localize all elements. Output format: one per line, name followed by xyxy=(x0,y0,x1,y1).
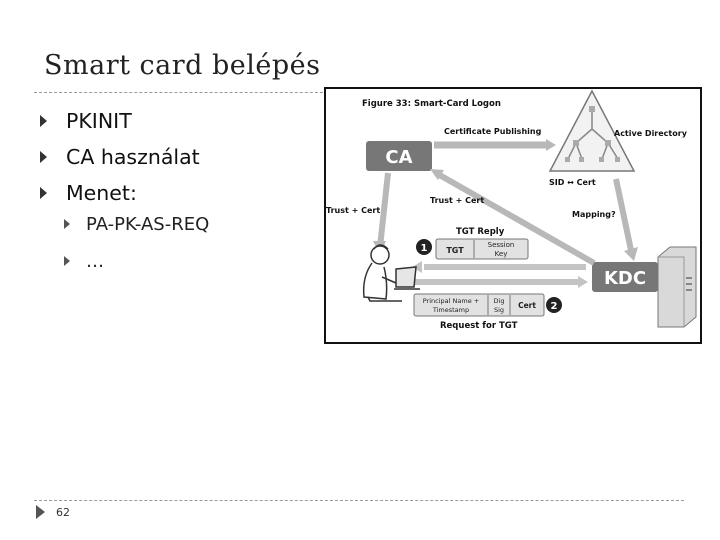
mapping-label: Mapping? xyxy=(572,210,616,219)
kdc-label: KDC xyxy=(604,268,646,289)
figure-caption: Figure 33: Smart-Card Logon xyxy=(362,99,501,109)
request-packet xyxy=(413,293,545,317)
sub-bullet-text: PA-PK-AS-REQ xyxy=(86,214,210,235)
cert-cell: Cert xyxy=(518,301,536,310)
bullet-text: CA használat xyxy=(66,145,200,169)
mapping-arrow xyxy=(613,178,635,256)
footer-divider xyxy=(34,500,684,501)
session-key-cell: Session xyxy=(488,241,515,249)
sid-cert-label: SID ↔ Cert xyxy=(549,178,596,187)
kdc-server-icon xyxy=(657,246,697,328)
user-with-laptop-icon xyxy=(362,244,420,302)
trust-cert-arrow xyxy=(434,170,596,266)
footer-marker-icon xyxy=(36,505,45,519)
kdc-box xyxy=(592,262,658,292)
certificate-publishing-label: Certificate Publishing xyxy=(444,127,542,136)
step-1-badge xyxy=(416,239,432,255)
ca-label: CA xyxy=(385,147,412,168)
principal-name-cell: Principal Name + xyxy=(423,297,479,305)
sub-bullet-arrow-icon xyxy=(64,219,70,229)
sub-bullet-text: … xyxy=(86,251,104,272)
trust-cert-left-label: Trust + Cert xyxy=(326,206,380,215)
bullet-text: PKINIT xyxy=(66,109,132,133)
dig-sig-cell: Dig xyxy=(494,297,505,305)
active-directory-icon xyxy=(548,89,636,172)
bullet-arrow-icon xyxy=(40,151,47,163)
slide-title: Smart card belépés xyxy=(44,50,321,81)
tgt-cell: TGT xyxy=(446,246,464,255)
bullet-arrow-icon xyxy=(40,115,47,127)
bullet-arrow-icon xyxy=(40,187,47,199)
step-2-badge xyxy=(546,297,562,313)
timestamp-cell: Timestamp xyxy=(432,306,469,314)
page-number: 62 xyxy=(56,506,70,519)
active-directory-label: Active Directory xyxy=(614,129,688,138)
smart-card-logon-figure: Figure 33: Smart-Card Logon Active Direc… xyxy=(324,87,702,344)
request-for-tgt-label: Request for TGT xyxy=(440,321,518,331)
bullet-text: Menet: xyxy=(66,181,137,205)
trust-cert-mid-label: Trust + Cert xyxy=(430,196,484,205)
dig-sig-cell-line2: Sig xyxy=(494,306,504,314)
tgt-reply-label: TGT Reply xyxy=(456,227,505,237)
session-key-cell-line2: Key xyxy=(495,250,508,258)
step-1-number: 1 xyxy=(421,243,428,254)
sub-bullet-arrow-icon xyxy=(64,256,70,266)
step-2-number: 2 xyxy=(551,301,558,312)
tgt-reply-packet xyxy=(435,238,529,260)
ca-to-user-arrow xyxy=(377,172,391,248)
ca-box xyxy=(366,141,432,171)
